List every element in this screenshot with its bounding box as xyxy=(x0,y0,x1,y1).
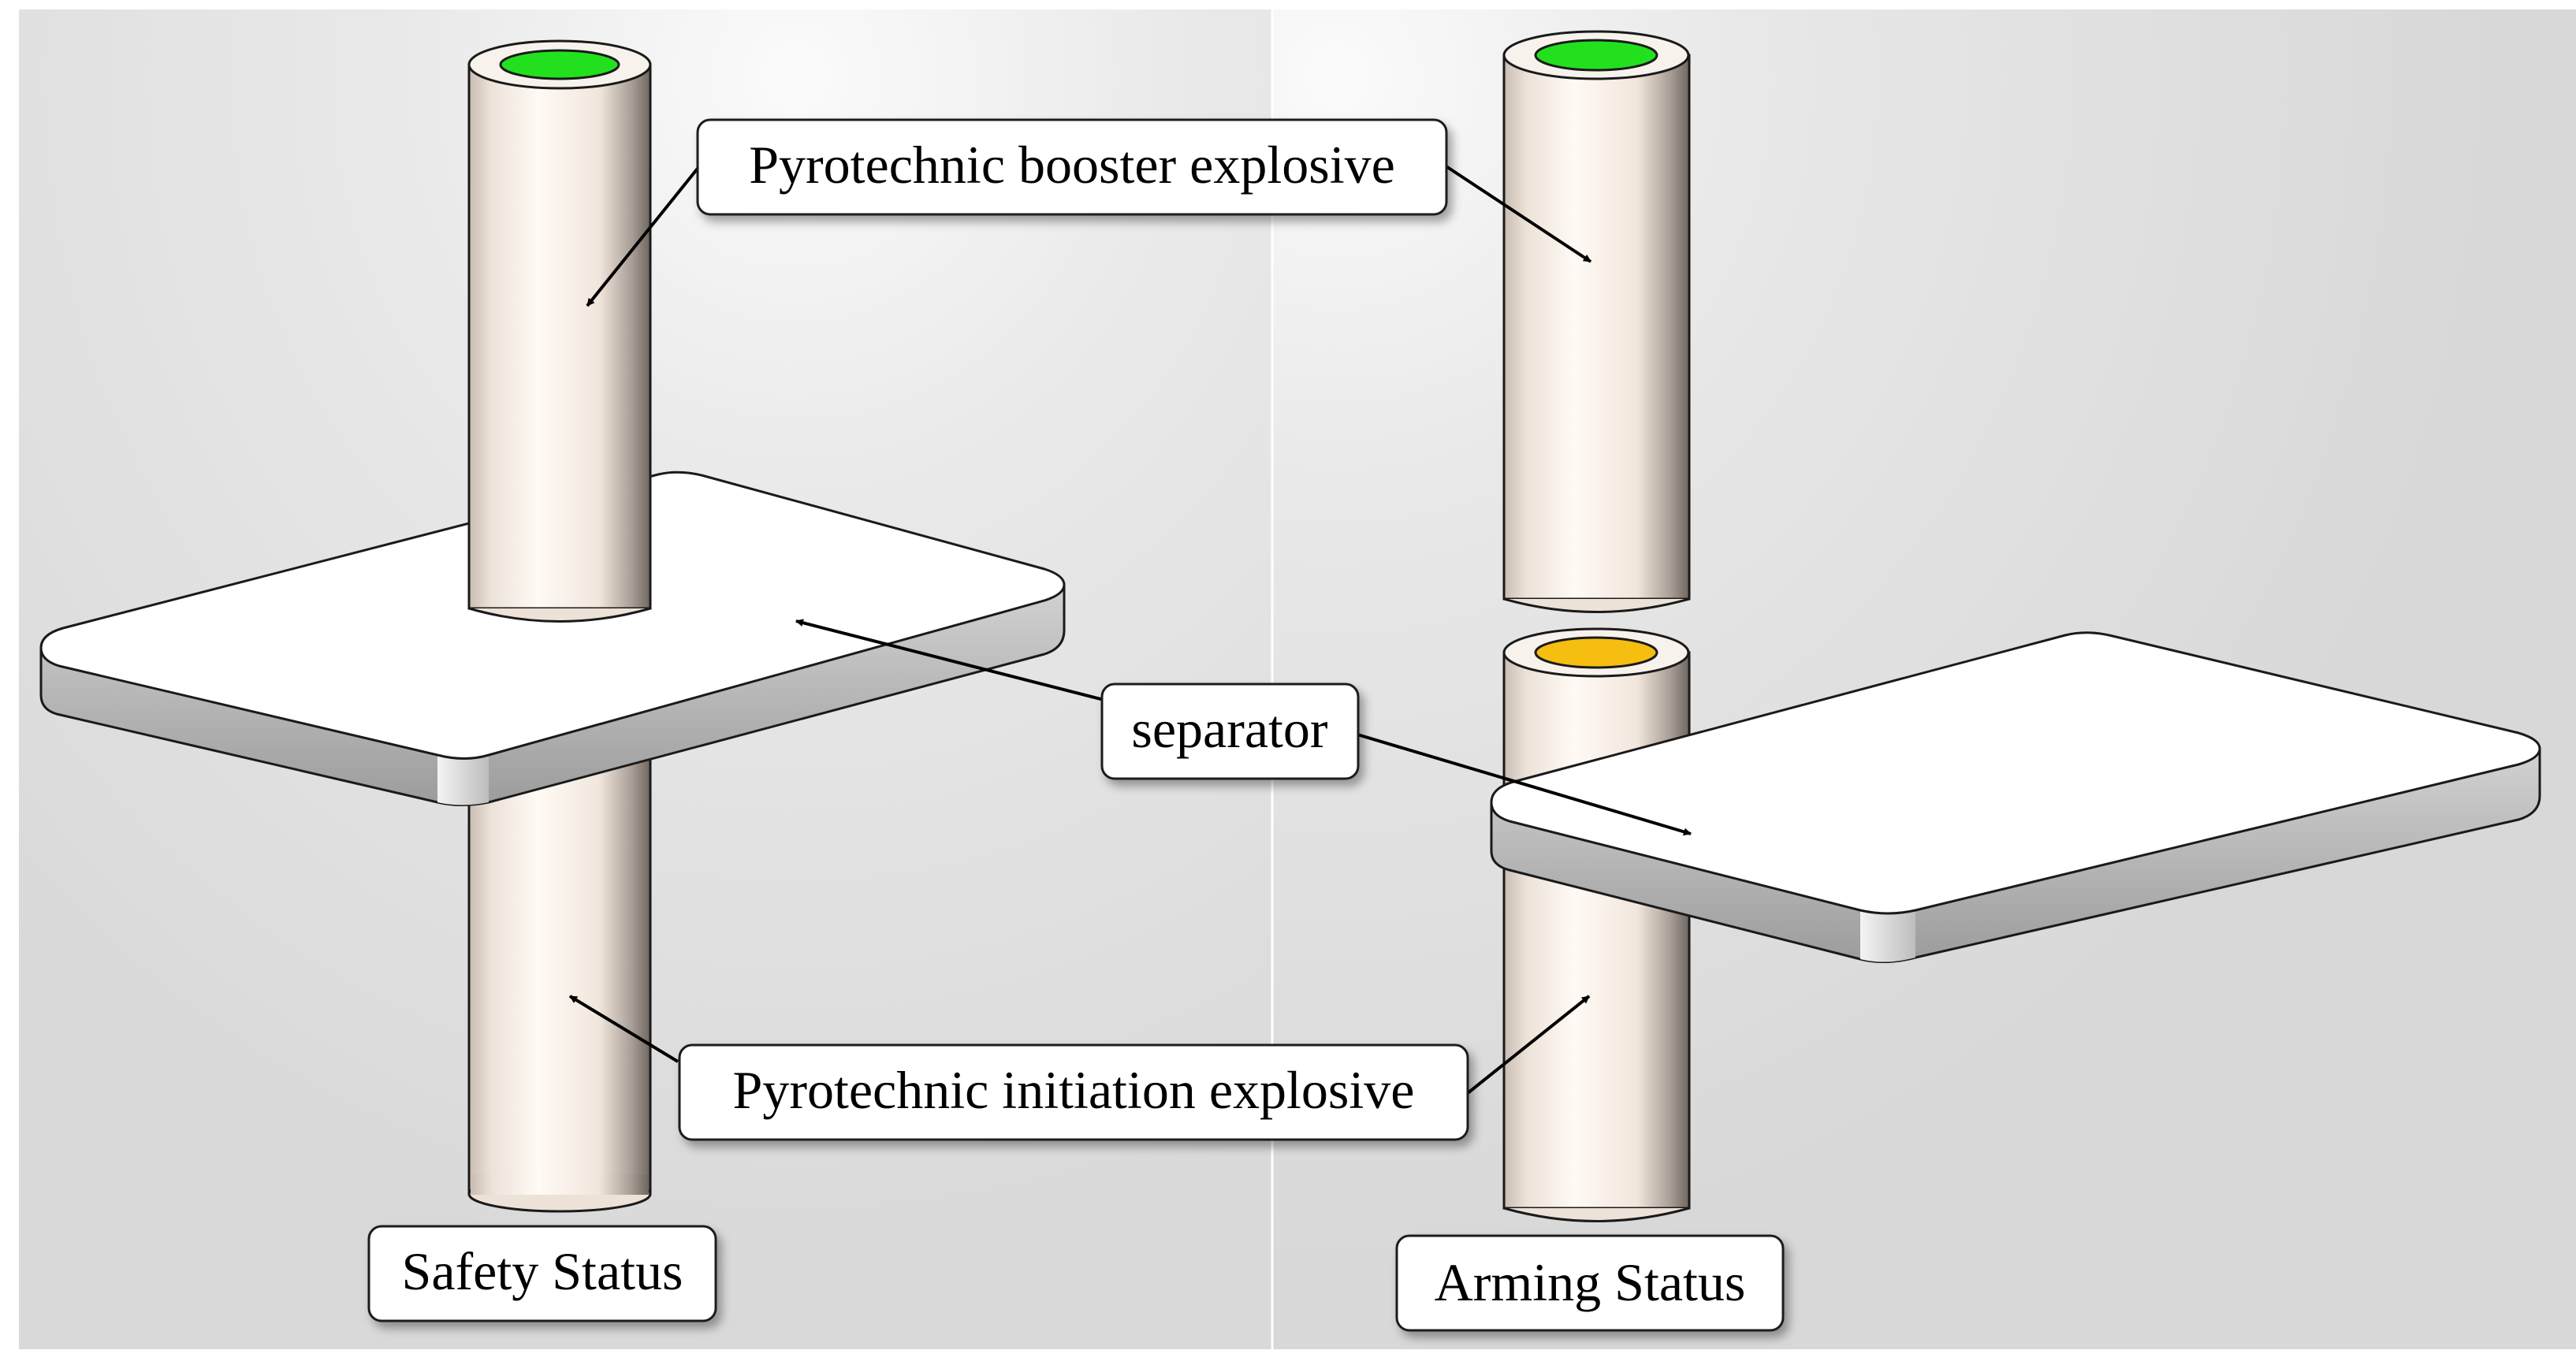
arming-assembly xyxy=(1490,30,2541,1222)
label-separator: separator xyxy=(1100,682,1360,780)
label-separator-text: separator xyxy=(1131,699,1328,759)
arrow-booster-left xyxy=(586,164,702,307)
label-booster: Pyrotechnic booster explosive xyxy=(696,118,1448,216)
arming-initiation-explosive-top xyxy=(1534,636,1658,669)
arming-separator-plate xyxy=(1490,631,2541,964)
label-arming-status-text: Arming Status xyxy=(1435,1252,1746,1312)
callout-arrows xyxy=(568,164,1692,1095)
label-initiation-text: Pyrotechnic initiation explosive xyxy=(733,1060,1415,1120)
arming-booster-explosive-top xyxy=(1534,39,1658,72)
arrow-separator-right xyxy=(1357,733,1692,836)
safety-initiation-cylinder xyxy=(467,755,652,1213)
safety-booster-explosive-top xyxy=(499,49,620,80)
safety-assembly xyxy=(39,39,1066,1213)
label-arming-status: Arming Status xyxy=(1395,1234,1785,1332)
arrow-initiation-left xyxy=(568,995,679,1063)
arrow-initiation-right xyxy=(1466,995,1591,1095)
label-safety-status: Safety Status xyxy=(367,1225,717,1322)
safety-booster-cylinder xyxy=(467,39,652,623)
arming-initiation-cylinder xyxy=(1502,627,1691,1222)
label-initiation: Pyrotechnic initiation explosive xyxy=(678,1043,1469,1141)
label-booster-text: Pyrotechnic booster explosive xyxy=(749,135,1395,195)
arrow-booster-right xyxy=(1443,164,1592,263)
label-safety-status-text: Safety Status xyxy=(402,1241,683,1301)
arrow-separator-left xyxy=(795,619,1104,701)
arming-booster-cylinder xyxy=(1502,30,1691,613)
